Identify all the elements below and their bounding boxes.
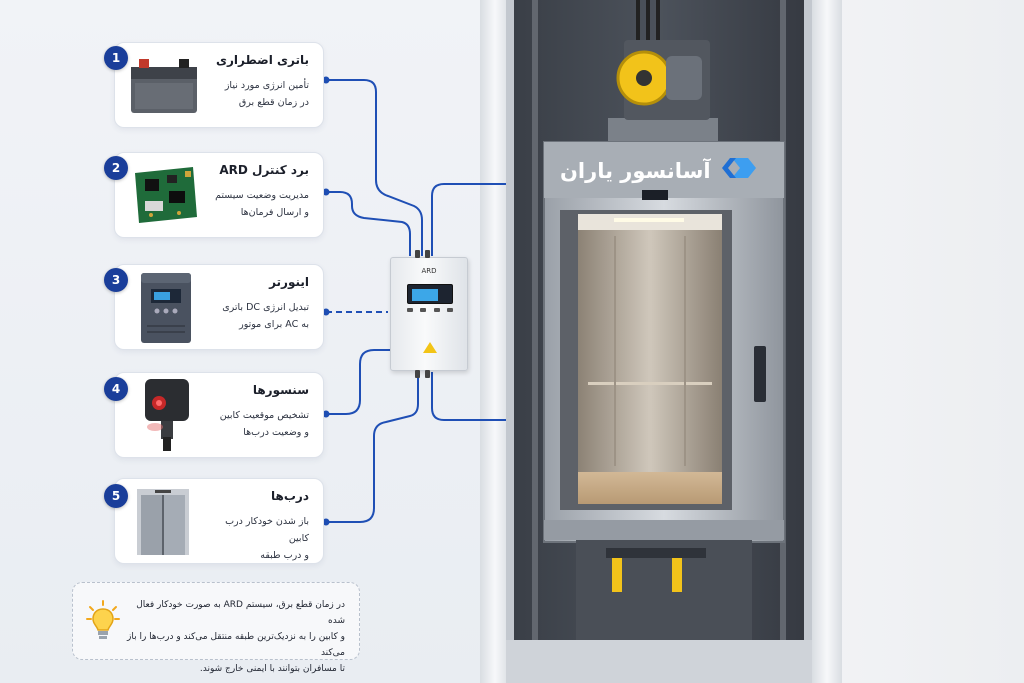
note-text: در زمان قطع برق، سیستم ARD به صورت خودکا… <box>127 600 345 674</box>
wall-pillar-right <box>812 0 842 683</box>
warning-icon <box>423 342 437 353</box>
step-badge: 4 <box>104 377 128 401</box>
wall-pillar-left <box>480 0 510 683</box>
ard-display <box>407 284 453 304</box>
cable-gland <box>415 370 420 378</box>
ard-buttons <box>407 308 453 312</box>
lightbulb-icon <box>86 600 120 639</box>
brand-logo-icon <box>722 158 756 178</box>
ard-control-cabinet: ARD <box>390 250 468 378</box>
step-badge: 2 <box>104 156 128 180</box>
brand-logo-text: آسانسور یاران <box>560 159 711 183</box>
component-card-doors: درب‌ها باز شدن خودکار درب کابین و درب طب… <box>114 478 324 564</box>
cable-gland <box>425 250 430 258</box>
cable-gland <box>425 370 430 378</box>
card-title: باتری اضطراری <box>215 53 309 67</box>
component-card-sensors: سنسورها تشخیص موقعیت کابین و وضعیت درب‌ه… <box>114 372 324 458</box>
component-card-control-board: برد کنترل ARD مدیریت وضعیت سیستم و ارسال… <box>114 152 324 238</box>
step-badge: 3 <box>104 268 128 292</box>
ard-label: ARD <box>421 267 437 275</box>
control-board-icon <box>135 167 197 223</box>
component-card-battery: باتری اضطراری تأمین انرژی مورد نیاز در ز… <box>114 42 324 128</box>
battery-icon <box>131 59 197 113</box>
card-description: تأمین انرژی مورد نیاز در زمان قطع برق <box>224 80 309 108</box>
info-note: در زمان قطع برق، سیستم ARD به صورت خودکا… <box>72 582 360 674</box>
step-badge: 1 <box>104 46 128 70</box>
component-card-inverter: اینورتر تبدیل انرژی DC باتری به AC برای … <box>114 264 324 350</box>
card-title: اینورتر <box>269 275 309 289</box>
card-title: درب‌ها <box>271 489 309 503</box>
elevator-shaft-illustration <box>506 0 812 683</box>
inverter-icon <box>141 273 191 343</box>
sensor-icon <box>145 379 189 451</box>
cable-gland <box>415 250 420 258</box>
card-title: سنسورها <box>252 383 309 397</box>
card-title: برد کنترل ARD <box>219 163 309 177</box>
doors-icon <box>137 489 189 555</box>
step-badge: 5 <box>104 484 128 508</box>
card-description: تشخیص موقعیت کابین و وضعیت درب‌ها <box>219 410 309 438</box>
card-description: تبدیل انرژی DC باتری به AC برای موتور <box>222 302 309 330</box>
card-description: مدیریت وضعیت سیستم و ارسال فرمان‌ها <box>215 190 309 218</box>
card-description: باز شدن خودکار درب کابین و درب طبقه <box>225 516 309 561</box>
